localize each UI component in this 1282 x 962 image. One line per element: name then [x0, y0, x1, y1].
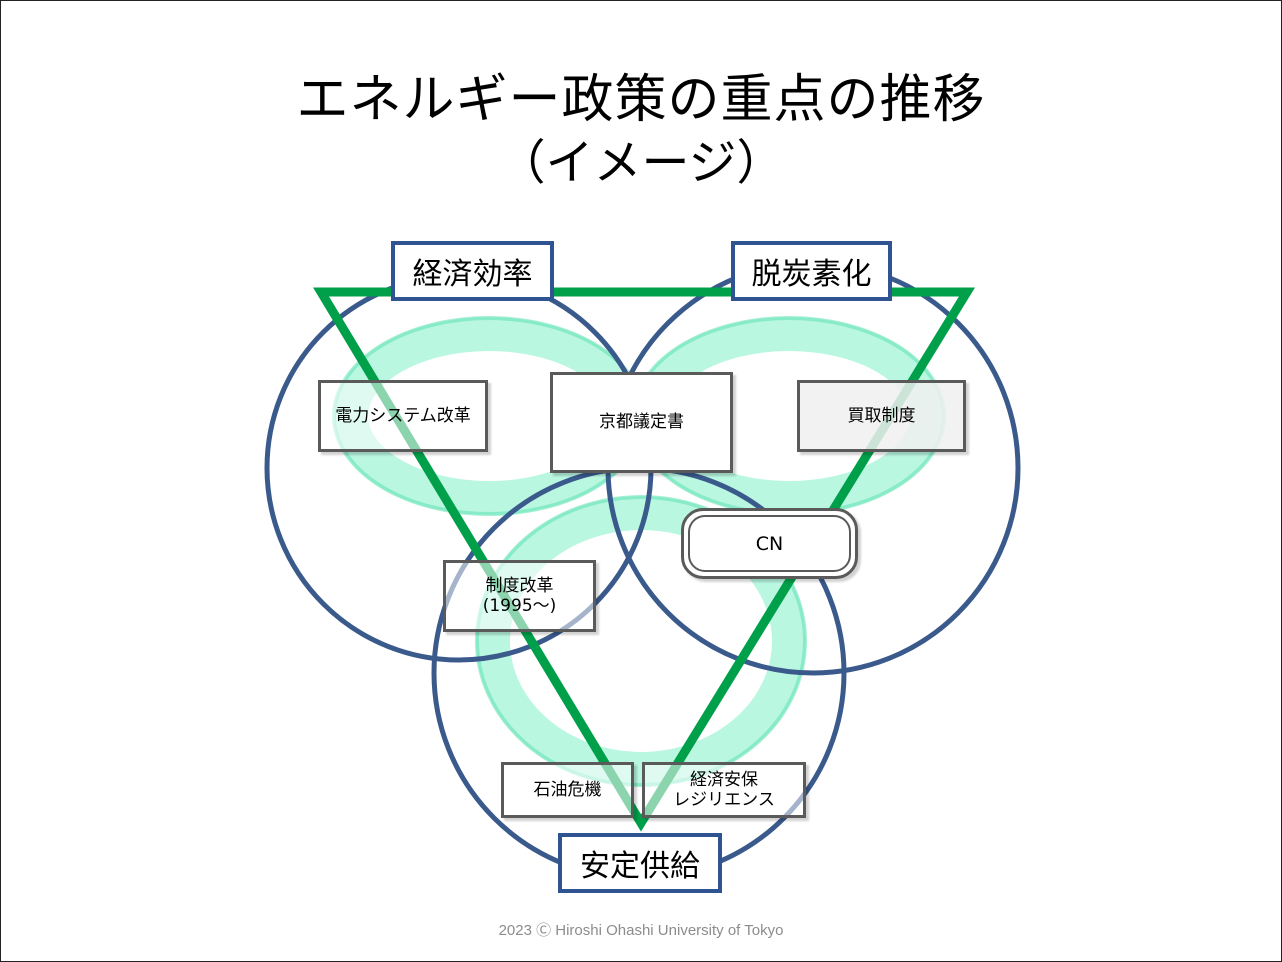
label-decarbonization: 脱炭素化 — [731, 241, 892, 301]
ribbon-loop-bottom — [476, 496, 806, 786]
footer-copyright: 2023 Ⓒ Hiroshi Ohashi University of Toky… — [498, 922, 784, 939]
box-cn: CN — [681, 508, 858, 579]
label-economic-efficiency: 経済効率 — [391, 241, 554, 301]
box-economic-security: 経済安保 レジリエンス — [642, 762, 806, 818]
box-economic-security-line2: レジリエンス — [673, 790, 775, 810]
box-kyoto-protocol: 京都議定書 — [550, 372, 733, 473]
label-stable-supply: 安定供給 — [558, 833, 722, 893]
box-institutional-reform-line2: (1995～) — [482, 596, 557, 616]
box-institutional-reform: 制度改革 (1995～) — [443, 560, 596, 632]
page-title: エネルギー政策の重点の推移 — [296, 70, 986, 130]
page-subtitle: （イメージ） — [497, 135, 785, 191]
box-economic-security-line1: 経済安保 — [690, 769, 758, 790]
box-institutional-reform-line1: 制度改革 — [485, 575, 554, 596]
box-oil-crisis: 石油危機 — [501, 762, 634, 818]
box-feed-in-tariff: 買取制度 — [797, 380, 966, 452]
box-power-system-reform: 電力システム改革 — [318, 380, 488, 452]
